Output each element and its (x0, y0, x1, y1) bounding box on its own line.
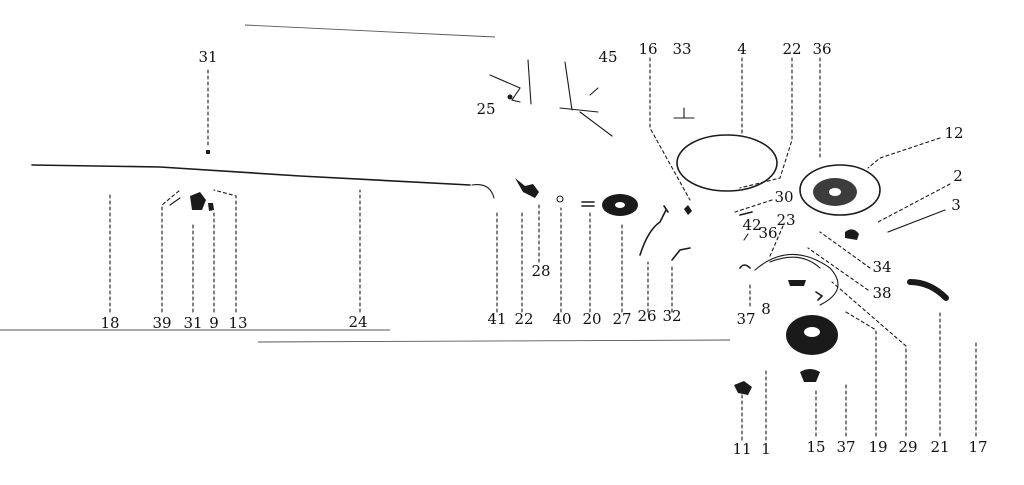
callout-15: 15 (806, 438, 825, 456)
callout-42: 42 (742, 216, 761, 234)
callout-9: 9 (209, 314, 219, 332)
callout-19: 19 (868, 438, 887, 456)
callout-3: 3 (951, 196, 961, 214)
callout-4: 4 (737, 40, 747, 58)
leader-22a (739, 57, 793, 189)
scan-line-top (244, 24, 496, 38)
callout-18: 18 (100, 314, 119, 332)
callout-30: 30 (774, 188, 793, 206)
callout-27: 27 (612, 310, 631, 328)
callout-36b: 36 (758, 224, 777, 242)
leader-39 (161, 189, 181, 313)
callout-39: 39 (152, 314, 171, 332)
leader-3 (887, 209, 946, 233)
retaining-clip-part (739, 264, 751, 269)
leader-16 (649, 57, 691, 201)
cap-part (845, 229, 859, 240)
bracket-part (190, 192, 206, 210)
bolt-part (734, 381, 752, 395)
leader-23 (769, 225, 784, 257)
curved-handle-part (907, 279, 949, 301)
hub-pin-part (815, 291, 824, 301)
gear-disc-hub (615, 202, 625, 208)
callout-13: 13 (228, 314, 247, 332)
callout-45: 45 (598, 48, 617, 66)
callout-24: 24 (348, 313, 367, 331)
hub-clamp-part (788, 280, 806, 286)
callout-11: 11 (732, 440, 751, 458)
callout-8: 8 (761, 300, 771, 318)
setscrew-part (743, 233, 749, 241)
callout-38: 38 (872, 284, 891, 302)
callout-26: 26 (637, 307, 656, 325)
leader-2 (877, 183, 951, 223)
rod-hook-part (471, 183, 495, 199)
leader-30 (734, 199, 773, 213)
small-nut-part (206, 150, 210, 154)
lever-arm-part (489, 74, 521, 103)
hub-inner-part (769, 256, 821, 269)
linkage-part (515, 178, 539, 198)
screw-part (208, 203, 214, 211)
callout-12: 12 (944, 124, 963, 142)
callout-28: 28 (531, 262, 550, 280)
callout-20: 20 (582, 310, 601, 328)
leader-12 (867, 137, 941, 169)
callout-33: 33 (672, 40, 691, 58)
leader-lines (109, 57, 977, 441)
spring-clip-part (581, 201, 595, 207)
motor-base-part (800, 369, 820, 382)
callout-23: 23 (776, 211, 795, 229)
callout-29: 29 (898, 438, 917, 456)
callout-41: 41 (487, 310, 506, 328)
callout-37a: 37 (736, 310, 755, 328)
leader-33 (673, 107, 695, 119)
callout-16: 16 (638, 40, 657, 58)
callout-34: 34 (872, 258, 891, 276)
callout-labels: 31 18 39 31 9 13 24 25 45 16 33 4 22 36 … (100, 40, 987, 458)
pulley-bore (829, 188, 841, 196)
callout-21: 21 (930, 438, 949, 456)
callout-25: 25 (476, 100, 495, 118)
drive-belt-part (676, 134, 778, 192)
leader-19 (845, 311, 877, 437)
lever-post-part (527, 59, 532, 105)
small-cam-part (684, 205, 692, 215)
frame-tail-part (579, 111, 613, 137)
callout-22a: 22 (782, 40, 801, 58)
hub-housing-part (754, 253, 839, 306)
leader-13 (213, 189, 237, 313)
pivot-pin-part (507, 94, 513, 100)
leader-38 (807, 247, 869, 291)
washer-part (556, 195, 564, 203)
callout-36a: 36 (812, 40, 831, 58)
callout-31a: 31 (198, 48, 217, 66)
scan-line-middle (257, 339, 731, 343)
callout-22b: 22 (514, 310, 533, 328)
callout-37b: 37 (836, 438, 855, 456)
key-part (739, 211, 753, 216)
latch-part (671, 247, 691, 261)
long-rod-part (31, 164, 471, 186)
pulley-part (799, 164, 881, 216)
callout-40: 40 (552, 310, 571, 328)
callout-1: 1 (761, 440, 771, 458)
crank-arm-part (639, 205, 669, 256)
motor-bore (804, 327, 820, 337)
callout-17: 17 (968, 438, 987, 456)
callout-2: 2 (953, 167, 963, 185)
pin-part (169, 197, 181, 206)
leader-34 (819, 231, 871, 269)
callout-32: 32 (662, 307, 681, 325)
frame-bracket-part (559, 61, 599, 113)
leader-29 (831, 281, 907, 437)
callout-31b: 31 (183, 314, 202, 332)
